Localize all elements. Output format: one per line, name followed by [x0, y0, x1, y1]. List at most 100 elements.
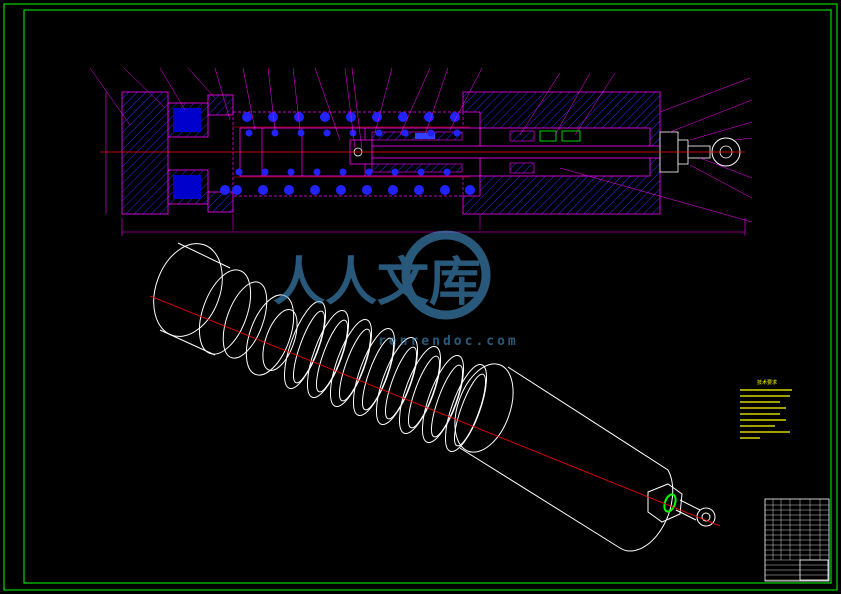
spring-coil-section: [453, 129, 461, 137]
spring-seat-lower: [207, 191, 234, 213]
iso-centerline: [149, 295, 721, 527]
leader-line: [574, 72, 616, 136]
leader-line: [374, 67, 393, 134]
leader-line: [123, 67, 166, 109]
spring-coil-section: [313, 168, 321, 176]
iso-end-cap: [153, 243, 223, 337]
spring-coil-sections: [220, 112, 475, 195]
leader-line: [669, 99, 753, 133]
spring-coil-section: [398, 112, 408, 122]
spring-coil-section: [323, 129, 331, 137]
watermark-url: renrendoc.com: [378, 334, 519, 349]
spring-coil-section: [362, 185, 372, 195]
iso-spring-coil: [453, 373, 487, 447]
leader-line: [214, 67, 231, 121]
spring-coil-section: [271, 129, 279, 137]
spring-coil-section: [375, 129, 383, 137]
spring-coil-section: [414, 185, 424, 195]
spring-coil-section: [310, 185, 320, 195]
iso-spring-coil: [421, 355, 465, 443]
leader-line: [399, 67, 431, 136]
leader-line: [519, 72, 561, 136]
inner-sheet-border: [23, 9, 832, 584]
iso-spring-coil: [338, 328, 372, 402]
spring-coil-section: [424, 112, 434, 122]
title-block: [764, 498, 830, 582]
spring-coil-section: [258, 185, 268, 195]
spring-coil-section: [391, 168, 399, 176]
spring-coil-section: [297, 129, 305, 137]
spring-coil-section: [388, 185, 398, 195]
leader-line: [89, 67, 131, 126]
leader-line: [554, 72, 591, 136]
leader-line: [559, 167, 753, 223]
spring-seat-upper: [207, 94, 234, 116]
leader-line: [689, 164, 753, 199]
spring-coil-section: [268, 112, 278, 122]
spring-coil-section: [365, 168, 373, 176]
iso-spring-coil: [361, 337, 395, 411]
iso-bearing: [245, 294, 295, 376]
leader-line: [449, 67, 483, 131]
iso-spring-coil: [292, 310, 326, 384]
watermark-logo-ring: [401, 230, 491, 320]
outer-sheet-border: [3, 3, 838, 591]
spring-coil-section: [284, 185, 294, 195]
leader-line: [734, 137, 753, 141]
spring-coil-section: [235, 168, 243, 176]
iso-spring-coil: [306, 310, 350, 398]
leader-line: [187, 67, 216, 99]
leader-line: [699, 157, 753, 179]
section-view: [89, 67, 753, 236]
spring-coil-section: [320, 112, 330, 122]
spring-coil-section: [261, 168, 269, 176]
spring-coil-section: [220, 185, 230, 195]
part-leader-lines: [89, 67, 753, 223]
iso-spring-coil: [315, 319, 349, 393]
tech-notes-title: 技术要求: [757, 379, 777, 386]
watermark: 人人文库 renrendoc.com: [273, 230, 519, 349]
spring-coil-section: [401, 129, 409, 137]
spring-coil-section: [427, 129, 435, 137]
spring-coil-section: [450, 112, 460, 122]
leader-line: [292, 67, 301, 131]
spring-coil-section: [443, 168, 451, 176]
iso-spring-coil: [329, 319, 373, 407]
leader-line: [344, 67, 356, 149]
spring-coil-section: [294, 112, 304, 122]
left-end-cap: [121, 91, 169, 215]
spring-coil-section: [242, 112, 252, 122]
leader-line: [424, 67, 449, 136]
leader-line: [689, 121, 753, 141]
iso-spring-coil: [398, 346, 442, 434]
spring-coil-section: [336, 185, 346, 195]
technical-requirements-notes: 技术要求: [740, 379, 792, 439]
iso-spring-coil: [444, 364, 488, 452]
leader-line: [267, 67, 276, 131]
iso-spring-coil: [430, 364, 464, 438]
iso-spring-coils: [283, 301, 488, 452]
spring-coil-section: [372, 112, 382, 122]
spring-coil-section: [417, 168, 425, 176]
spring-coil-section: [287, 168, 295, 176]
spring-coil-section: [339, 168, 347, 176]
iso-spring-coil: [375, 337, 419, 425]
spring-coil-section: [440, 185, 450, 195]
leader-line: [242, 67, 256, 131]
iso-spring-coil: [384, 346, 418, 420]
isometric-view: [149, 242, 721, 552]
leader-line: [351, 67, 363, 151]
leader-line: [314, 67, 341, 141]
leader-line: [659, 77, 751, 113]
iso-spring-coil: [283, 301, 327, 389]
iso-cylinder: [459, 366, 674, 552]
spring-coil-section: [465, 185, 475, 195]
leader-line: [159, 67, 186, 111]
watermark-brand: 人人文库: [273, 253, 481, 313]
spring-coil-section: [245, 129, 253, 137]
iso-spring-coil: [352, 328, 396, 416]
iso-rod-nut: [647, 483, 683, 523]
spring-coil-section: [232, 185, 242, 195]
iso-spring-coil: [407, 355, 441, 429]
